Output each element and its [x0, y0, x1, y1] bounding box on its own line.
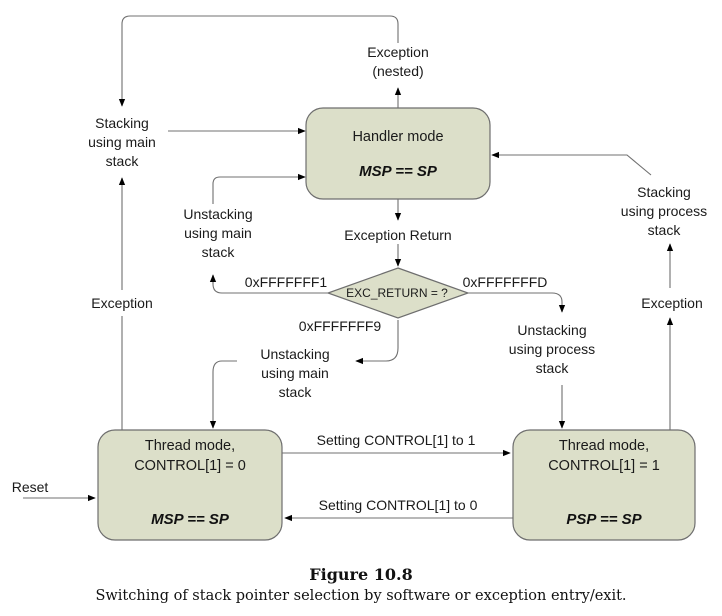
- edge-nested-loop: [118, 15, 399, 107]
- code-f9-label: 0xFFFFFFF9: [299, 318, 382, 334]
- unstacking-main-lower-label-3: stack: [279, 384, 313, 400]
- figure-title: Figure 10.8: [309, 565, 413, 584]
- thread1-title-line1: Thread mode,: [559, 438, 649, 454]
- edge-fd-branch: [468, 292, 566, 313]
- unstacking-main-lower-label-1: Unstacking: [260, 346, 329, 362]
- stacking-main-label-2: using main: [88, 134, 156, 150]
- unstacking-main-lower-label-2: using main: [261, 365, 329, 381]
- stacking-main-label-3: stack: [106, 153, 140, 169]
- edge-unstacking-main-to-thread0: [209, 360, 237, 429]
- edge-unstacking-main-to-handler: [212, 173, 306, 204]
- labels: Exception (nested) Stacking using main s…: [12, 44, 707, 513]
- decision-label: EXC_RETURN = ?: [346, 286, 448, 300]
- unstacking-process-label-3: stack: [536, 360, 570, 376]
- figure-caption: Switching of stack pointer selection by …: [95, 588, 627, 604]
- unstacking-process-label-2: using process: [509, 341, 595, 357]
- thread0-title-line2: CONTROL[1] = 0: [134, 458, 246, 474]
- connectors: [23, 15, 674, 522]
- code-f1-label: 0xFFFFFFF1: [245, 274, 328, 290]
- unstacking-process-label-1: Unstacking: [517, 322, 586, 338]
- exception-nested-label-2: (nested): [372, 63, 423, 79]
- handler-mode-state: Handler mode MSP == SP: [305, 107, 491, 200]
- thread-mode-0-state: Thread mode, CONTROL[1] = 0 MSP == SP: [97, 429, 283, 541]
- edge-f9-branch: [355, 320, 399, 365]
- thread0-equation: MSP == SP: [151, 511, 230, 528]
- exception-nested-label-1: Exception: [367, 44, 428, 60]
- state-diagram: Handler mode MSP == SP Thread mode, CONT…: [12, 15, 707, 541]
- thread1-title-line2: CONTROL[1] = 1: [548, 458, 660, 474]
- set-control-0-label: Setting CONTROL[1] to 0: [319, 497, 478, 513]
- stacking-main-label-1: Stacking: [95, 115, 149, 131]
- edge-stacking-process-to-handler: [491, 151, 652, 176]
- handler-mode-equation: MSP == SP: [359, 163, 438, 180]
- exception-left-label: Exception: [91, 295, 152, 311]
- stacking-process-label-3: stack: [648, 222, 682, 238]
- exc-return-decision: EXC_RETURN = ?: [326, 267, 470, 319]
- code-fd-label: 0xFFFFFFFD: [463, 274, 548, 290]
- thread-mode-1-state: Thread mode, CONTROL[1] = 1 PSP == SP: [512, 429, 696, 541]
- exception-return-label: Exception Return: [344, 227, 451, 243]
- edge-f1-branch: [212, 280, 328, 294]
- stacking-process-label-1: Stacking: [637, 184, 691, 200]
- stacking-process-label-2: using process: [621, 203, 707, 219]
- exception-right-label: Exception: [641, 295, 702, 311]
- unstacking-main-upper-label-2: using main: [184, 225, 252, 241]
- thread0-title-line1: Thread mode,: [145, 438, 235, 454]
- unstacking-main-upper-label-1: Unstacking: [183, 206, 252, 222]
- reset-label: Reset: [12, 479, 49, 495]
- thread1-equation: PSP == SP: [566, 511, 642, 528]
- handler-mode-title: Handler mode: [352, 129, 443, 145]
- set-control-1-label: Setting CONTROL[1] to 1: [317, 432, 476, 448]
- unstacking-main-upper-label-3: stack: [202, 244, 236, 260]
